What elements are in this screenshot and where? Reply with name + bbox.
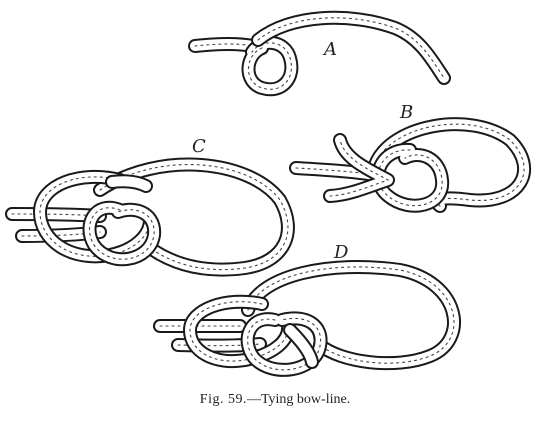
step-label-d: D [333,242,349,263]
step-d-rope [160,267,454,370]
step-a-rope [195,18,444,89]
step-label-b: B [399,102,413,123]
caption-title: Tying bow-line. [261,392,350,407]
caption-figure-number: Fig. 59. [200,392,247,407]
step-label-a: A [322,39,337,60]
caption-separator: — [247,392,261,407]
figure-caption: Fig. 59.—Tying bow-line. [0,392,550,408]
step-b-rope [296,124,524,206]
step-label-c: C [192,136,206,157]
step-c-rope [12,165,288,270]
